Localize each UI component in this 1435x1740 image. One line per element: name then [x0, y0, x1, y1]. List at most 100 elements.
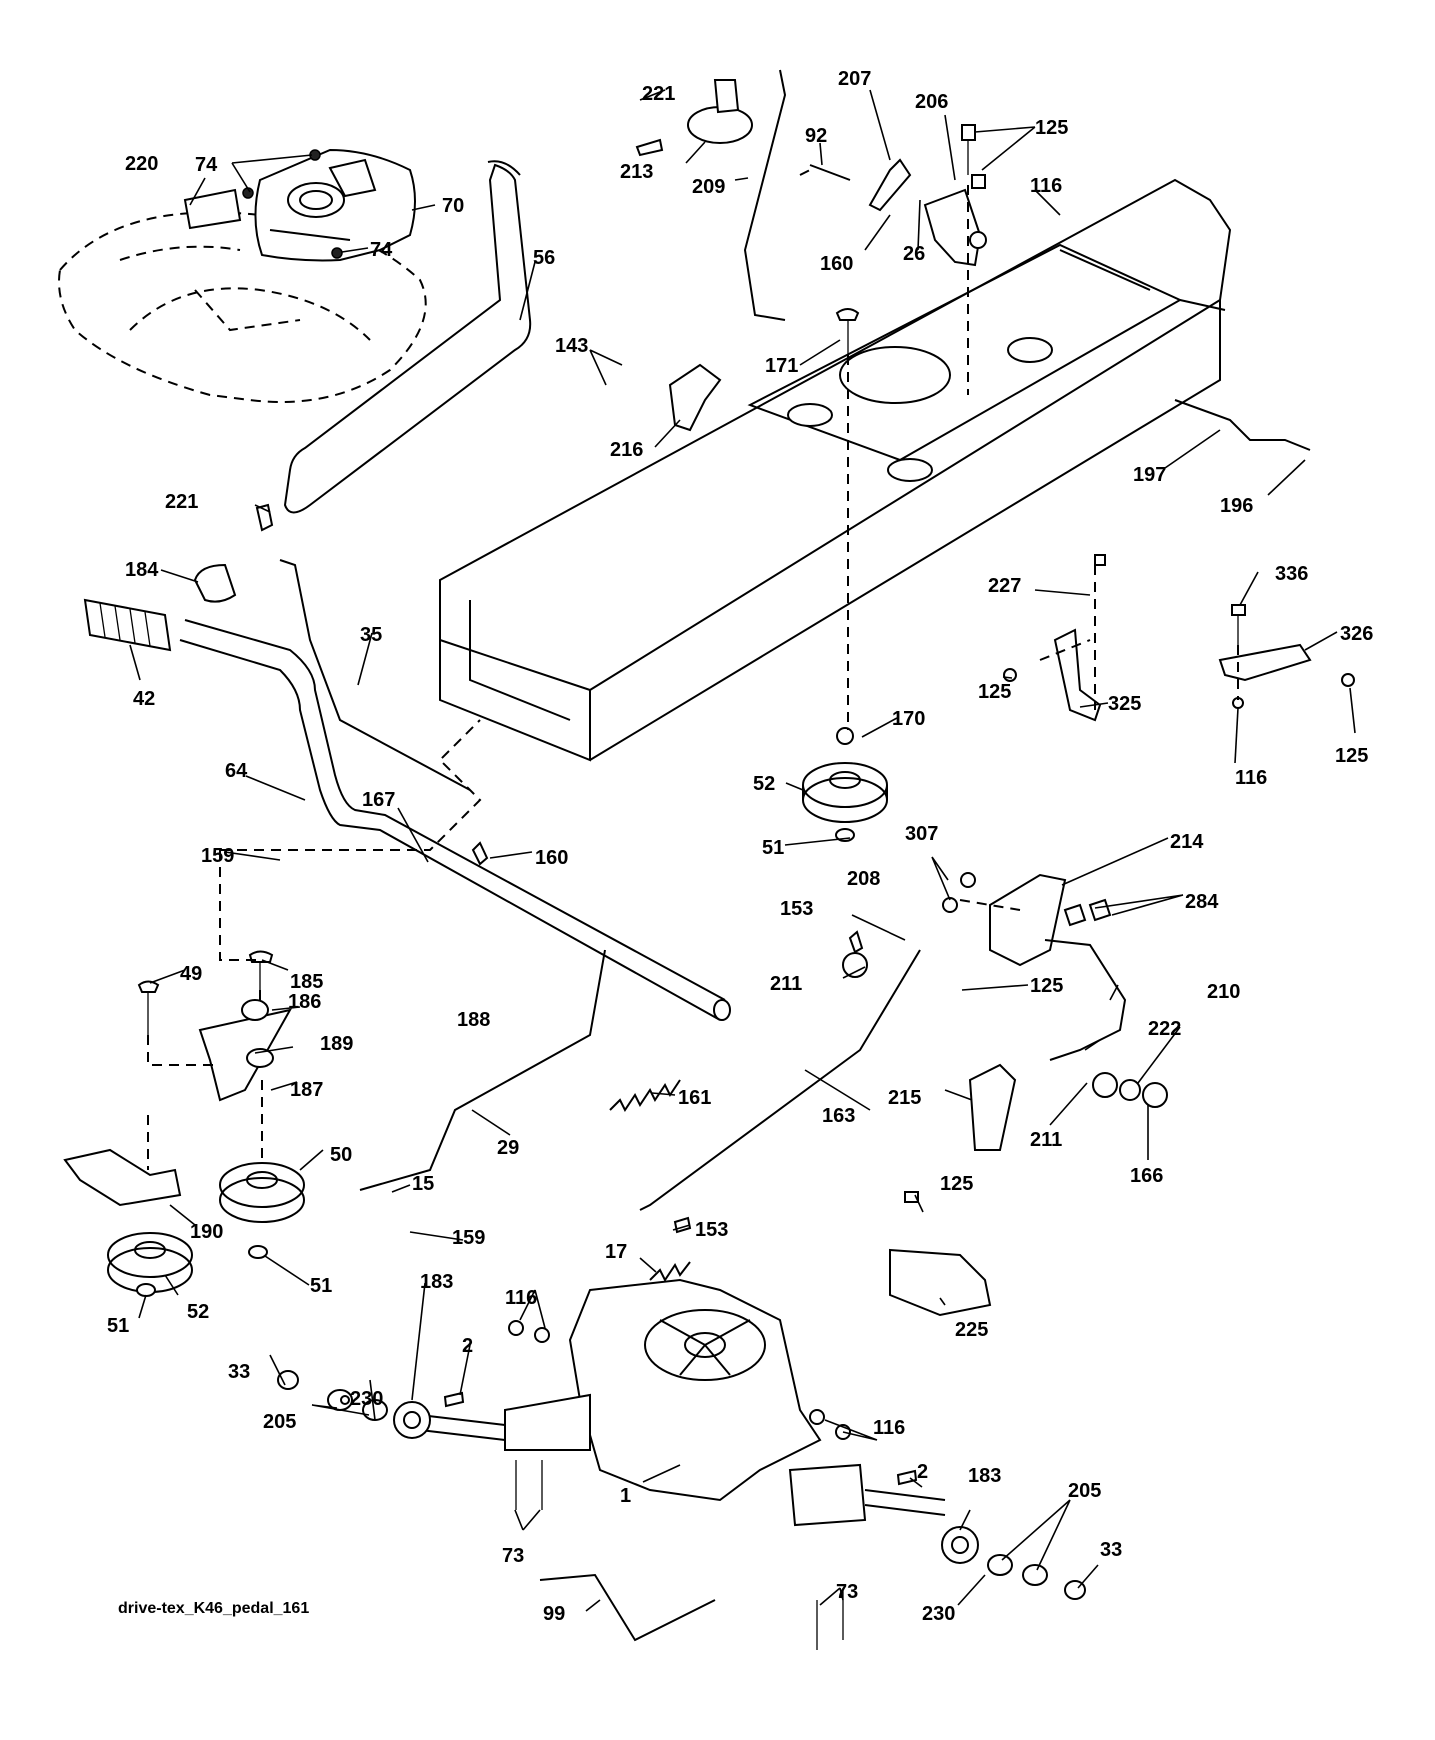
spring-161 — [609, 1079, 681, 1112]
callout-17: 17 — [605, 1241, 627, 1263]
callout-51: 51 — [310, 1275, 332, 1297]
callout-143: 143 — [555, 335, 588, 357]
callout-74: 74 — [195, 154, 218, 176]
rod-197 — [1174, 399, 1311, 451]
callout-73: 73 — [836, 1581, 858, 1603]
shift-shaft — [179, 619, 731, 1021]
callout-26: 26 — [903, 243, 925, 265]
bracket-207 — [809, 158, 912, 212]
callout-210: 210 — [1207, 981, 1240, 1003]
plate-225 — [889, 1248, 992, 1317]
fender-pod — [254, 148, 416, 262]
callout-284: 284 — [1185, 891, 1219, 913]
callout-225: 225 — [955, 1319, 988, 1341]
callout-214: 214 — [1170, 831, 1204, 853]
callout-160: 160 — [820, 253, 853, 275]
callout-116: 116 — [1235, 767, 1267, 789]
callout-221: 221 — [165, 491, 198, 513]
callout-183: 183 — [968, 1465, 1001, 1487]
callout-220: 220 — [125, 153, 158, 175]
callout-52: 52 — [753, 773, 775, 795]
callout-170: 170 — [892, 708, 925, 730]
callout-33: 33 — [1100, 1539, 1122, 1561]
callout-125: 125 — [940, 1173, 973, 1195]
pedal-pad — [968, 1063, 1017, 1151]
callout-209: 209 — [692, 176, 725, 198]
callout-185: 185 — [290, 971, 323, 993]
washers-211-166 — [842, 952, 1168, 1108]
callout-64: 64 — [225, 760, 248, 782]
callout-56: 56 — [533, 247, 555, 269]
diagram-caption: drive-tex_K46_pedal_161 — [118, 1600, 309, 1617]
callout-213: 213 — [620, 161, 653, 183]
callout-163: 163 — [822, 1105, 855, 1127]
callout-33: 33 — [228, 1361, 250, 1383]
callout-2: 2 — [917, 1461, 928, 1483]
pulley-52-left — [107, 1232, 193, 1293]
axle-washers-right — [941, 1526, 1086, 1600]
callout-184: 184 — [125, 559, 159, 581]
rod-163 — [639, 949, 921, 1211]
callout-208: 208 — [847, 868, 880, 890]
callout-205: 205 — [263, 1411, 296, 1433]
callout-187: 187 — [290, 1079, 323, 1101]
idler-plate — [198, 1008, 292, 1102]
hardware — [136, 124, 1355, 1650]
callout-205: 205 — [1068, 1480, 1101, 1502]
callout-166: 166 — [1130, 1165, 1163, 1187]
callout-160: 160 — [535, 847, 568, 869]
hand-grip — [83, 598, 172, 652]
callout-51: 51 — [762, 837, 784, 859]
callout-196: 196 — [1220, 495, 1253, 517]
bracket-326 — [1218, 643, 1312, 682]
callout-183: 183 — [420, 1271, 453, 1293]
callout-49: 49 — [180, 963, 202, 985]
callout-116: 116 — [505, 1287, 537, 1309]
callout-92: 92 — [805, 125, 827, 147]
axle-washers-left — [277, 1370, 431, 1439]
transaxle — [419, 1278, 946, 1527]
callout-153: 153 — [780, 898, 813, 920]
callout-230: 230 — [922, 1603, 955, 1625]
callout-153: 153 — [695, 1219, 728, 1241]
callout-197: 197 — [1133, 464, 1166, 486]
callout-1: 1 — [620, 1485, 631, 1507]
callout-326: 326 — [1340, 623, 1373, 645]
callout-215: 215 — [888, 1087, 921, 1109]
callout-167: 167 — [362, 789, 395, 811]
callout-161: 161 — [678, 1087, 711, 1109]
callout-labels: 221 207 206 125 74 220 92 213 70 209 116… — [107, 68, 1373, 1625]
callout-125: 125 — [978, 681, 1011, 703]
knob — [687, 79, 753, 144]
pedal-arm — [1044, 939, 1127, 1061]
callout-336: 336 — [1275, 563, 1308, 585]
callout-188: 188 — [457, 1009, 490, 1031]
rod-29 — [359, 949, 606, 1191]
spring-17 — [649, 1261, 691, 1282]
callout-51: 51 — [107, 1315, 129, 1337]
callout-99: 99 — [543, 1603, 565, 1625]
callout-125: 125 — [1335, 745, 1368, 767]
callout-189: 189 — [320, 1033, 353, 1055]
callout-216: 216 — [610, 439, 643, 461]
knob-184 — [193, 563, 237, 603]
rod-35 — [279, 559, 471, 791]
callout-15: 15 — [412, 1173, 434, 1195]
tractor-frame — [439, 178, 1232, 762]
pulley-50 — [219, 1162, 305, 1223]
callout-73: 73 — [502, 1545, 524, 1567]
callout-190: 190 — [190, 1221, 223, 1243]
callout-211: 211 — [770, 973, 802, 995]
pulley-52-top — [802, 762, 888, 823]
callout-186: 186 — [288, 991, 321, 1013]
callout-206: 206 — [915, 91, 948, 113]
callout-52: 52 — [187, 1301, 209, 1323]
bracket-216 — [668, 363, 722, 432]
lift-rod — [743, 69, 787, 321]
callout-70: 70 — [442, 195, 464, 217]
callout-171: 171 — [765, 355, 798, 377]
callout-221: 221 — [642, 83, 675, 105]
callout-325: 325 — [1108, 693, 1141, 715]
callout-125: 125 — [1030, 975, 1063, 997]
